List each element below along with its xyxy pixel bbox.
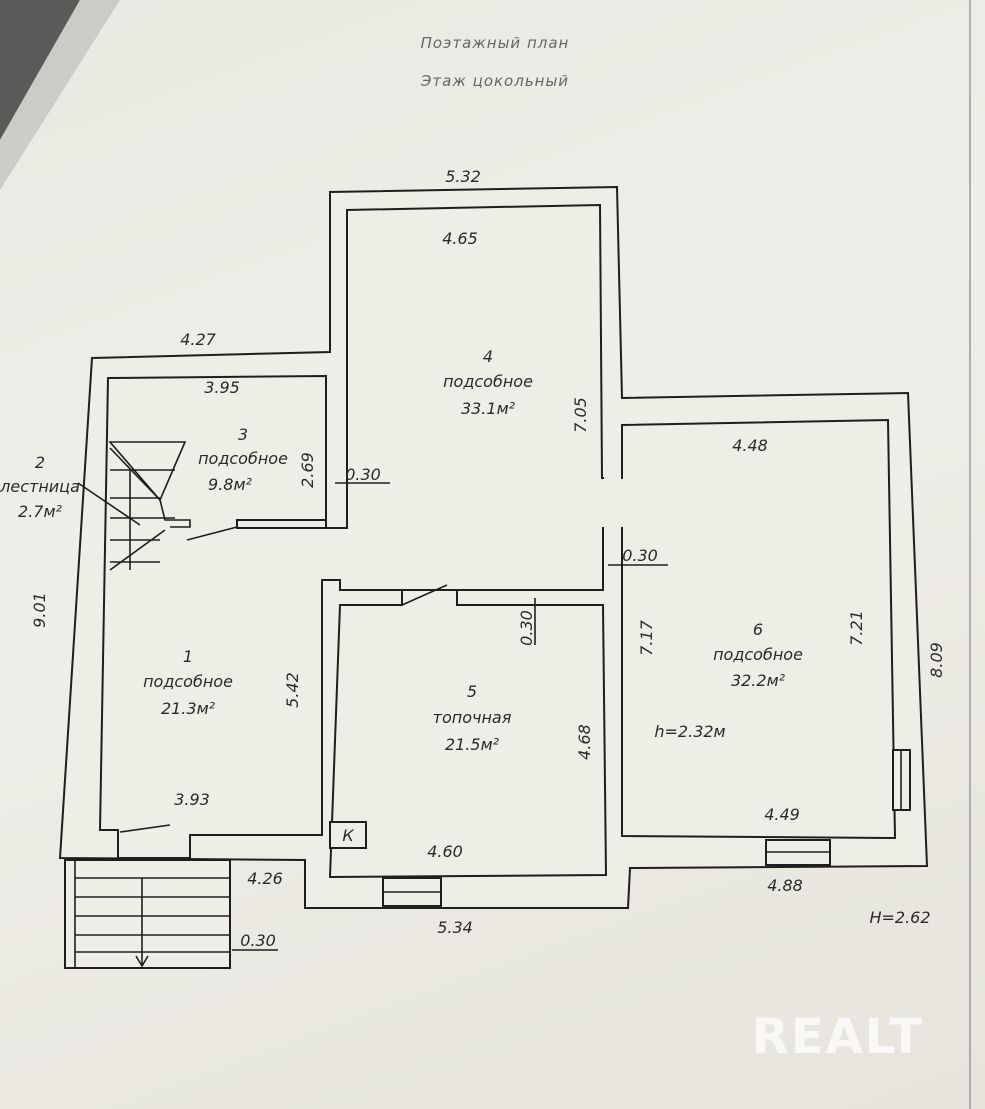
room-number: 1 <box>183 647 193 666</box>
dim-label: 2.69 <box>298 452 317 488</box>
room-height: h=2.32м <box>654 722 725 741</box>
room-label-1: 1 подсобное 21.3м² <box>143 647 233 718</box>
room-label-4: 4 подсобное 33.1м² <box>443 347 533 418</box>
door-room5 <box>401 584 448 606</box>
dim-label: 4.65 <box>442 229 478 248</box>
room-label-6: 6 подсобное 32.2м² h=2.32м <box>654 620 803 741</box>
rooms-1-3-4-area <box>98 203 604 859</box>
dim-label: 7.17 <box>637 619 656 655</box>
room-label-5: 5 топочная 21.5м² <box>433 682 512 754</box>
boiler-mark: К <box>342 826 354 845</box>
dim-label: 4.26 <box>247 869 283 888</box>
room-number: 4 <box>483 347 493 366</box>
floor-label: Этаж цокольный <box>420 72 569 90</box>
plan-title: Поэтажный план <box>421 34 570 52</box>
realt-watermark: REALT <box>752 1009 924 1065</box>
dim-label: 9.01 <box>30 592 49 628</box>
dim-label: 0.30 <box>622 546 658 565</box>
room-number: 2 <box>35 453 45 472</box>
room-type: топочная <box>433 708 512 727</box>
room-number: 3 <box>238 425 248 444</box>
dim-label: 8.09 <box>927 642 946 678</box>
dim-label: 5.34 <box>437 918 473 937</box>
dim-label: 4.27 <box>180 330 216 349</box>
dim-label: 3.95 <box>204 378 240 397</box>
room-type: подсобное <box>713 645 803 664</box>
room3-partial-wall <box>236 519 327 529</box>
dim-label: 5.32 <box>445 167 481 186</box>
room-type: подсобное <box>143 672 233 691</box>
dim-label: 3.93 <box>174 790 210 809</box>
dim-label: 0.30 <box>517 610 536 646</box>
photo-shadow-edge <box>0 0 120 190</box>
room-label-2: 2 лестница 2.7м² <box>0 453 80 521</box>
dim-label: 7.21 <box>847 610 866 646</box>
room-5-area <box>328 589 608 879</box>
dim-label: 4.48 <box>732 436 768 455</box>
room-number: 6 <box>753 620 763 639</box>
dim-label: 4.60 <box>427 842 463 861</box>
door-room3 <box>186 526 238 541</box>
room-type: лестница <box>0 477 80 496</box>
room-area: 9.8м² <box>208 475 253 494</box>
room-label-3: 3 подсобное 9.8м² <box>198 425 288 494</box>
dim-label: 0.30 <box>240 931 276 950</box>
dim-label: 0.30 <box>345 465 381 484</box>
dimension-labels: 5.32 4.65 4.27 3.95 2.69 0.30 7.05 4.48 … <box>30 167 946 950</box>
boiler-box <box>329 821 367 849</box>
doorway-4-6 <box>600 479 624 527</box>
room-area: 33.1м² <box>461 399 516 418</box>
entrance-stairs <box>64 859 231 969</box>
room-area: 21.5м² <box>445 735 500 754</box>
room-number: 5 <box>467 682 477 701</box>
staircase-icon <box>108 441 191 571</box>
dim-label: 5.42 <box>283 672 302 708</box>
ceiling-height: H=2.62 <box>869 908 930 927</box>
door-room1 <box>119 824 171 833</box>
room-6-area <box>621 418 897 840</box>
dim-label: 4.88 <box>767 876 803 895</box>
dim-label: 7.05 <box>571 397 590 433</box>
dim-label: 4.49 <box>764 805 800 824</box>
room-area: 32.2м² <box>731 671 786 690</box>
leader-line <box>77 482 141 526</box>
dim-label: 4.68 <box>575 724 594 760</box>
room-area: 21.3м² <box>161 699 216 718</box>
room-type: подсобное <box>443 372 533 391</box>
room-type: подсобное <box>198 449 288 468</box>
room-area: 2.7м² <box>18 502 63 521</box>
